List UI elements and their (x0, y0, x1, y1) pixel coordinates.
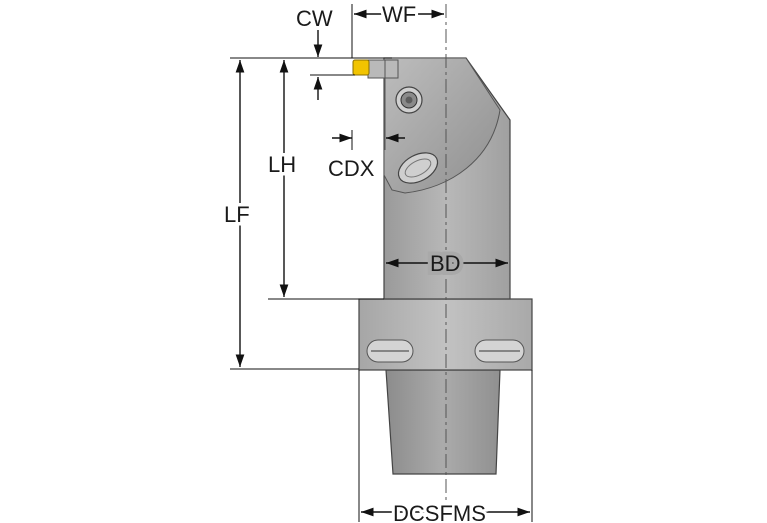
dcsfms-label: DCSFMS (393, 501, 486, 523)
lf-label: LF (224, 202, 250, 227)
insert-seat (367, 59, 399, 79)
lh-label: LH (268, 152, 296, 177)
cutting-insert (352, 59, 370, 76)
cw-label: CW (296, 6, 333, 31)
dimensions: WF CW LF LH CDX BD DCSFMS (221, 0, 533, 523)
wf-label: WF (382, 2, 416, 27)
coolant-bore (397, 152, 439, 184)
holder-shank (385, 369, 501, 475)
clamp-screw (395, 86, 423, 114)
flange-slot-left (366, 339, 414, 363)
cdx-label: CDX (328, 156, 375, 181)
flange-slot-right (474, 339, 525, 363)
coolant-bore-inner (404, 158, 432, 178)
bd-label: BD (430, 251, 461, 276)
